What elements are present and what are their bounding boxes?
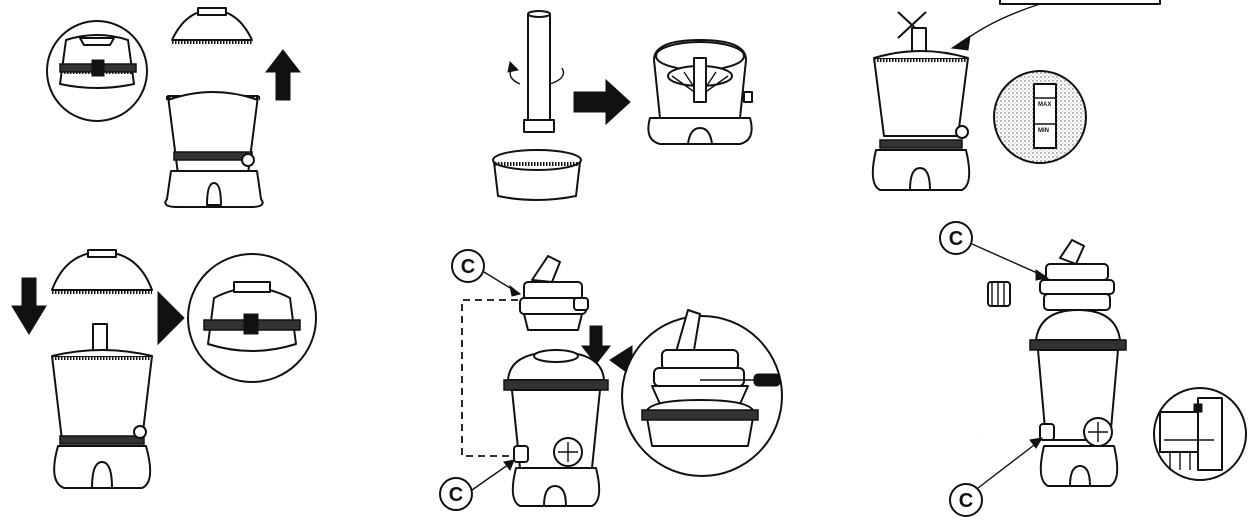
detail-circle-valve-screw — [621, 309, 783, 477]
detail-circle-lid-clamp — [187, 253, 317, 383]
callout-c-top: C — [451, 249, 522, 297]
strainer-tank — [647, 39, 753, 145]
callout-c-bottom-right: C — [949, 437, 1043, 517]
up-arrow — [264, 49, 302, 101]
tank-rim-lower — [492, 149, 582, 201]
right-triangle-arrow — [157, 290, 185, 346]
dashed-connector — [461, 299, 518, 457]
note-box — [999, 0, 1161, 5]
step-fill-sand: MAX MIN — [871, 0, 1161, 191]
tank-open — [164, 91, 262, 176]
callout-c-bottom-right-label: C — [959, 490, 973, 512]
down-arrow — [11, 277, 47, 335]
right-arrow — [573, 78, 631, 126]
step-replace-lid — [11, 249, 317, 489]
step-insert-pipe — [492, 10, 753, 201]
valve-tank — [503, 349, 609, 507]
detail-circle-sand-level: MAX MIN — [993, 70, 1087, 164]
detail-circle-hose-fitting — [1153, 387, 1247, 481]
callout-c-top-right-label: C — [949, 228, 963, 250]
tank-with-pipe — [51, 323, 153, 489]
tank-base — [164, 170, 264, 208]
callout-c-top-label: C — [461, 256, 475, 278]
lid-dome — [171, 7, 253, 44]
callout-c-top-right: C — [939, 221, 1050, 281]
callout-c-bottom: C — [439, 459, 515, 511]
hose-tank — [1029, 239, 1127, 487]
min-marker: MIN — [1038, 128, 1049, 134]
valve-head — [519, 255, 589, 331]
step-remove-lid — [46, 7, 302, 208]
step-connect-hose: C C — [933, 221, 1247, 517]
pointer-arrow — [950, 34, 971, 51]
max-marker: MAX — [1038, 102, 1051, 108]
sand-tank — [871, 27, 971, 191]
step-attach-valve: C C — [439, 249, 783, 511]
lid-dome-lower — [51, 249, 153, 294]
pointer-curve — [959, 3, 1041, 45]
callout-c-bottom-label: C — [449, 484, 463, 506]
detail-circle-clamp — [46, 20, 148, 122]
center-pipe — [507, 10, 565, 133]
hose — [933, 281, 1011, 440]
down-arrow-small — [580, 325, 612, 365]
